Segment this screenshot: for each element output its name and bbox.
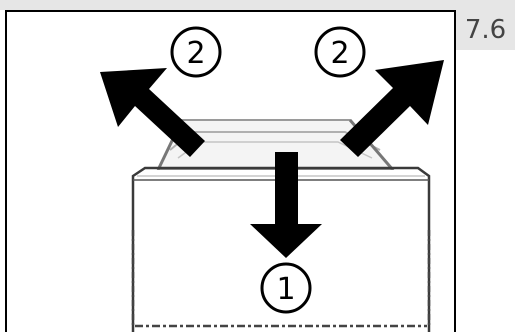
- step-two-left-label: 2: [186, 36, 205, 71]
- step-one-label: 1: [276, 272, 295, 307]
- arrow-down-icon: [250, 152, 322, 258]
- step-one-marker: 1: [260, 262, 312, 314]
- step-two-right-label: 2: [330, 36, 349, 71]
- top-strip: [0, 0, 515, 10]
- figure-number: 7.6: [456, 10, 515, 50]
- arrow-up-left-icon: [100, 68, 205, 157]
- step-two-right-marker: 2: [314, 26, 366, 78]
- step-two-left-marker: 2: [170, 26, 222, 78]
- arrow-up-right-icon: [340, 60, 444, 157]
